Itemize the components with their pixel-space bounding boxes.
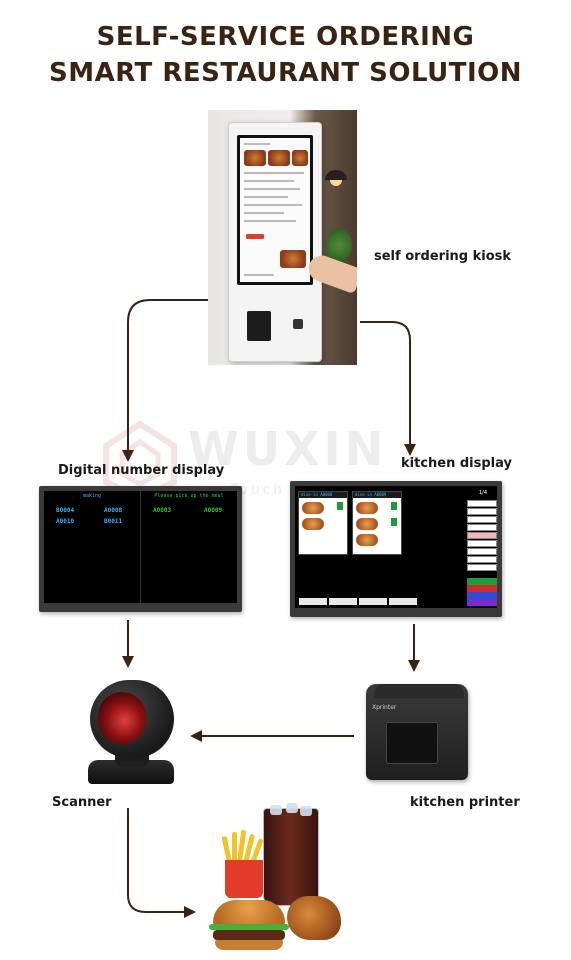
side-button xyxy=(467,516,497,523)
label-scanner: Scanner xyxy=(52,795,112,810)
label-digital-display: Digital number display xyxy=(58,463,225,478)
side-button xyxy=(467,540,497,547)
side-button xyxy=(467,556,497,563)
order-card: dine-in A0008 xyxy=(298,491,348,555)
plant-icon xyxy=(326,228,352,262)
side-button-blue xyxy=(467,592,497,599)
order-card: dine-in A0009 xyxy=(352,491,402,555)
arrow-scanner-to-food xyxy=(127,808,196,918)
fry xyxy=(232,832,237,866)
order-card-header: dine-in A0009 xyxy=(353,492,401,498)
kiosk-menu-line xyxy=(244,220,296,222)
printer-lid xyxy=(374,684,464,698)
fries-box-icon xyxy=(225,860,263,898)
dish-icon xyxy=(356,502,378,514)
order-number: B0004 xyxy=(56,507,75,514)
kiosk-food-icon xyxy=(292,150,308,166)
kiosk-scanner-icon xyxy=(293,319,303,329)
label-kitchen-printer: kitchen printer xyxy=(410,795,520,810)
kiosk-menu-line xyxy=(244,274,274,276)
making-header: making xyxy=(82,493,102,499)
kiosk-menu-line xyxy=(244,212,284,214)
lamp-glow xyxy=(330,180,342,186)
kiosk-printer-slot xyxy=(247,311,271,341)
digital-number-display: making Please pick up the meal B0004 A00… xyxy=(39,486,242,612)
dish-icon xyxy=(356,518,378,530)
kitchen-display-screen: dine-in A0008 dine-in A0009 1/4 xyxy=(295,486,497,608)
digital-display-screen: making Please pick up the meal B0004 A00… xyxy=(44,491,237,603)
arrow-kiosk-to-digital-display xyxy=(122,299,208,462)
title-line-1: SELF-SERVICE ORDERING xyxy=(96,22,475,52)
side-button xyxy=(467,548,497,555)
making-column xyxy=(44,491,141,603)
burger-patty xyxy=(213,930,285,940)
kiosk-food-icon xyxy=(244,150,266,166)
burger-bun-top xyxy=(213,900,285,926)
done-marker xyxy=(337,502,343,510)
kitchen-display: dine-in A0008 dine-in A0009 1/4 xyxy=(290,481,502,617)
dish-icon xyxy=(302,518,324,530)
order-card-header: dine-in A0008 xyxy=(299,492,347,498)
side-button-green xyxy=(467,578,497,585)
footer-tab xyxy=(389,598,417,605)
ready-number: A0003 xyxy=(153,507,172,514)
dish-icon xyxy=(356,534,378,546)
scanner-laser-window xyxy=(98,692,146,744)
kiosk-photo xyxy=(208,110,357,365)
kiosk-menu-line xyxy=(244,143,270,145)
kiosk-menu-line xyxy=(244,188,300,190)
burger-lettuce xyxy=(209,924,289,930)
kiosk-food-icon xyxy=(268,150,290,166)
kiosk-menu-line xyxy=(244,204,302,206)
ceiling-lamp-icon xyxy=(325,170,347,180)
arrow-kiosk-to-kitchen-display xyxy=(360,321,416,456)
order-number: A0010 xyxy=(56,518,75,525)
ice-cube xyxy=(300,806,312,816)
footer-tab xyxy=(359,598,387,605)
side-button xyxy=(467,508,497,515)
printer-paper-slot xyxy=(386,722,438,764)
ready-number: A0009 xyxy=(204,507,223,514)
ice-cube xyxy=(270,805,282,815)
side-button xyxy=(467,500,497,507)
kiosk-menu-line xyxy=(244,180,294,182)
ice-cube xyxy=(286,803,298,813)
kiosk-menu xyxy=(240,138,310,282)
kiosk-order-button xyxy=(246,234,264,239)
kiosk-screen xyxy=(237,135,313,285)
printer-brand: Xprinter xyxy=(372,704,397,711)
side-button xyxy=(467,564,497,571)
label-kiosk: self ordering kiosk xyxy=(374,249,512,264)
order-number: B0011 xyxy=(104,518,123,525)
drink-cup-icon xyxy=(263,803,319,906)
order-number: A0008 xyxy=(104,507,123,514)
done-marker xyxy=(391,518,397,526)
side-button xyxy=(467,532,497,539)
footer-tab xyxy=(299,598,327,605)
footer-tab xyxy=(329,598,357,605)
kiosk-body xyxy=(228,122,322,362)
kiosk-menu-line xyxy=(244,196,288,198)
side-button xyxy=(467,524,497,531)
label-kitchen-display: kitchen display xyxy=(401,456,512,471)
title-line-2: SMART RESTAURANT SOLUTION xyxy=(48,58,523,88)
kiosk-menu-line xyxy=(244,172,304,174)
kiosk-food-icon xyxy=(280,250,306,268)
pickup-header: Please pick up the meal xyxy=(154,493,224,499)
dish-icon xyxy=(302,502,324,514)
burger-bun-bottom xyxy=(215,940,283,950)
page-indicator: 1/4 xyxy=(479,490,488,496)
side-button-red xyxy=(467,585,497,592)
food-icon xyxy=(195,800,345,950)
done-marker xyxy=(391,502,397,510)
side-button-purple xyxy=(467,599,497,606)
fried-chicken-icon xyxy=(287,896,341,940)
